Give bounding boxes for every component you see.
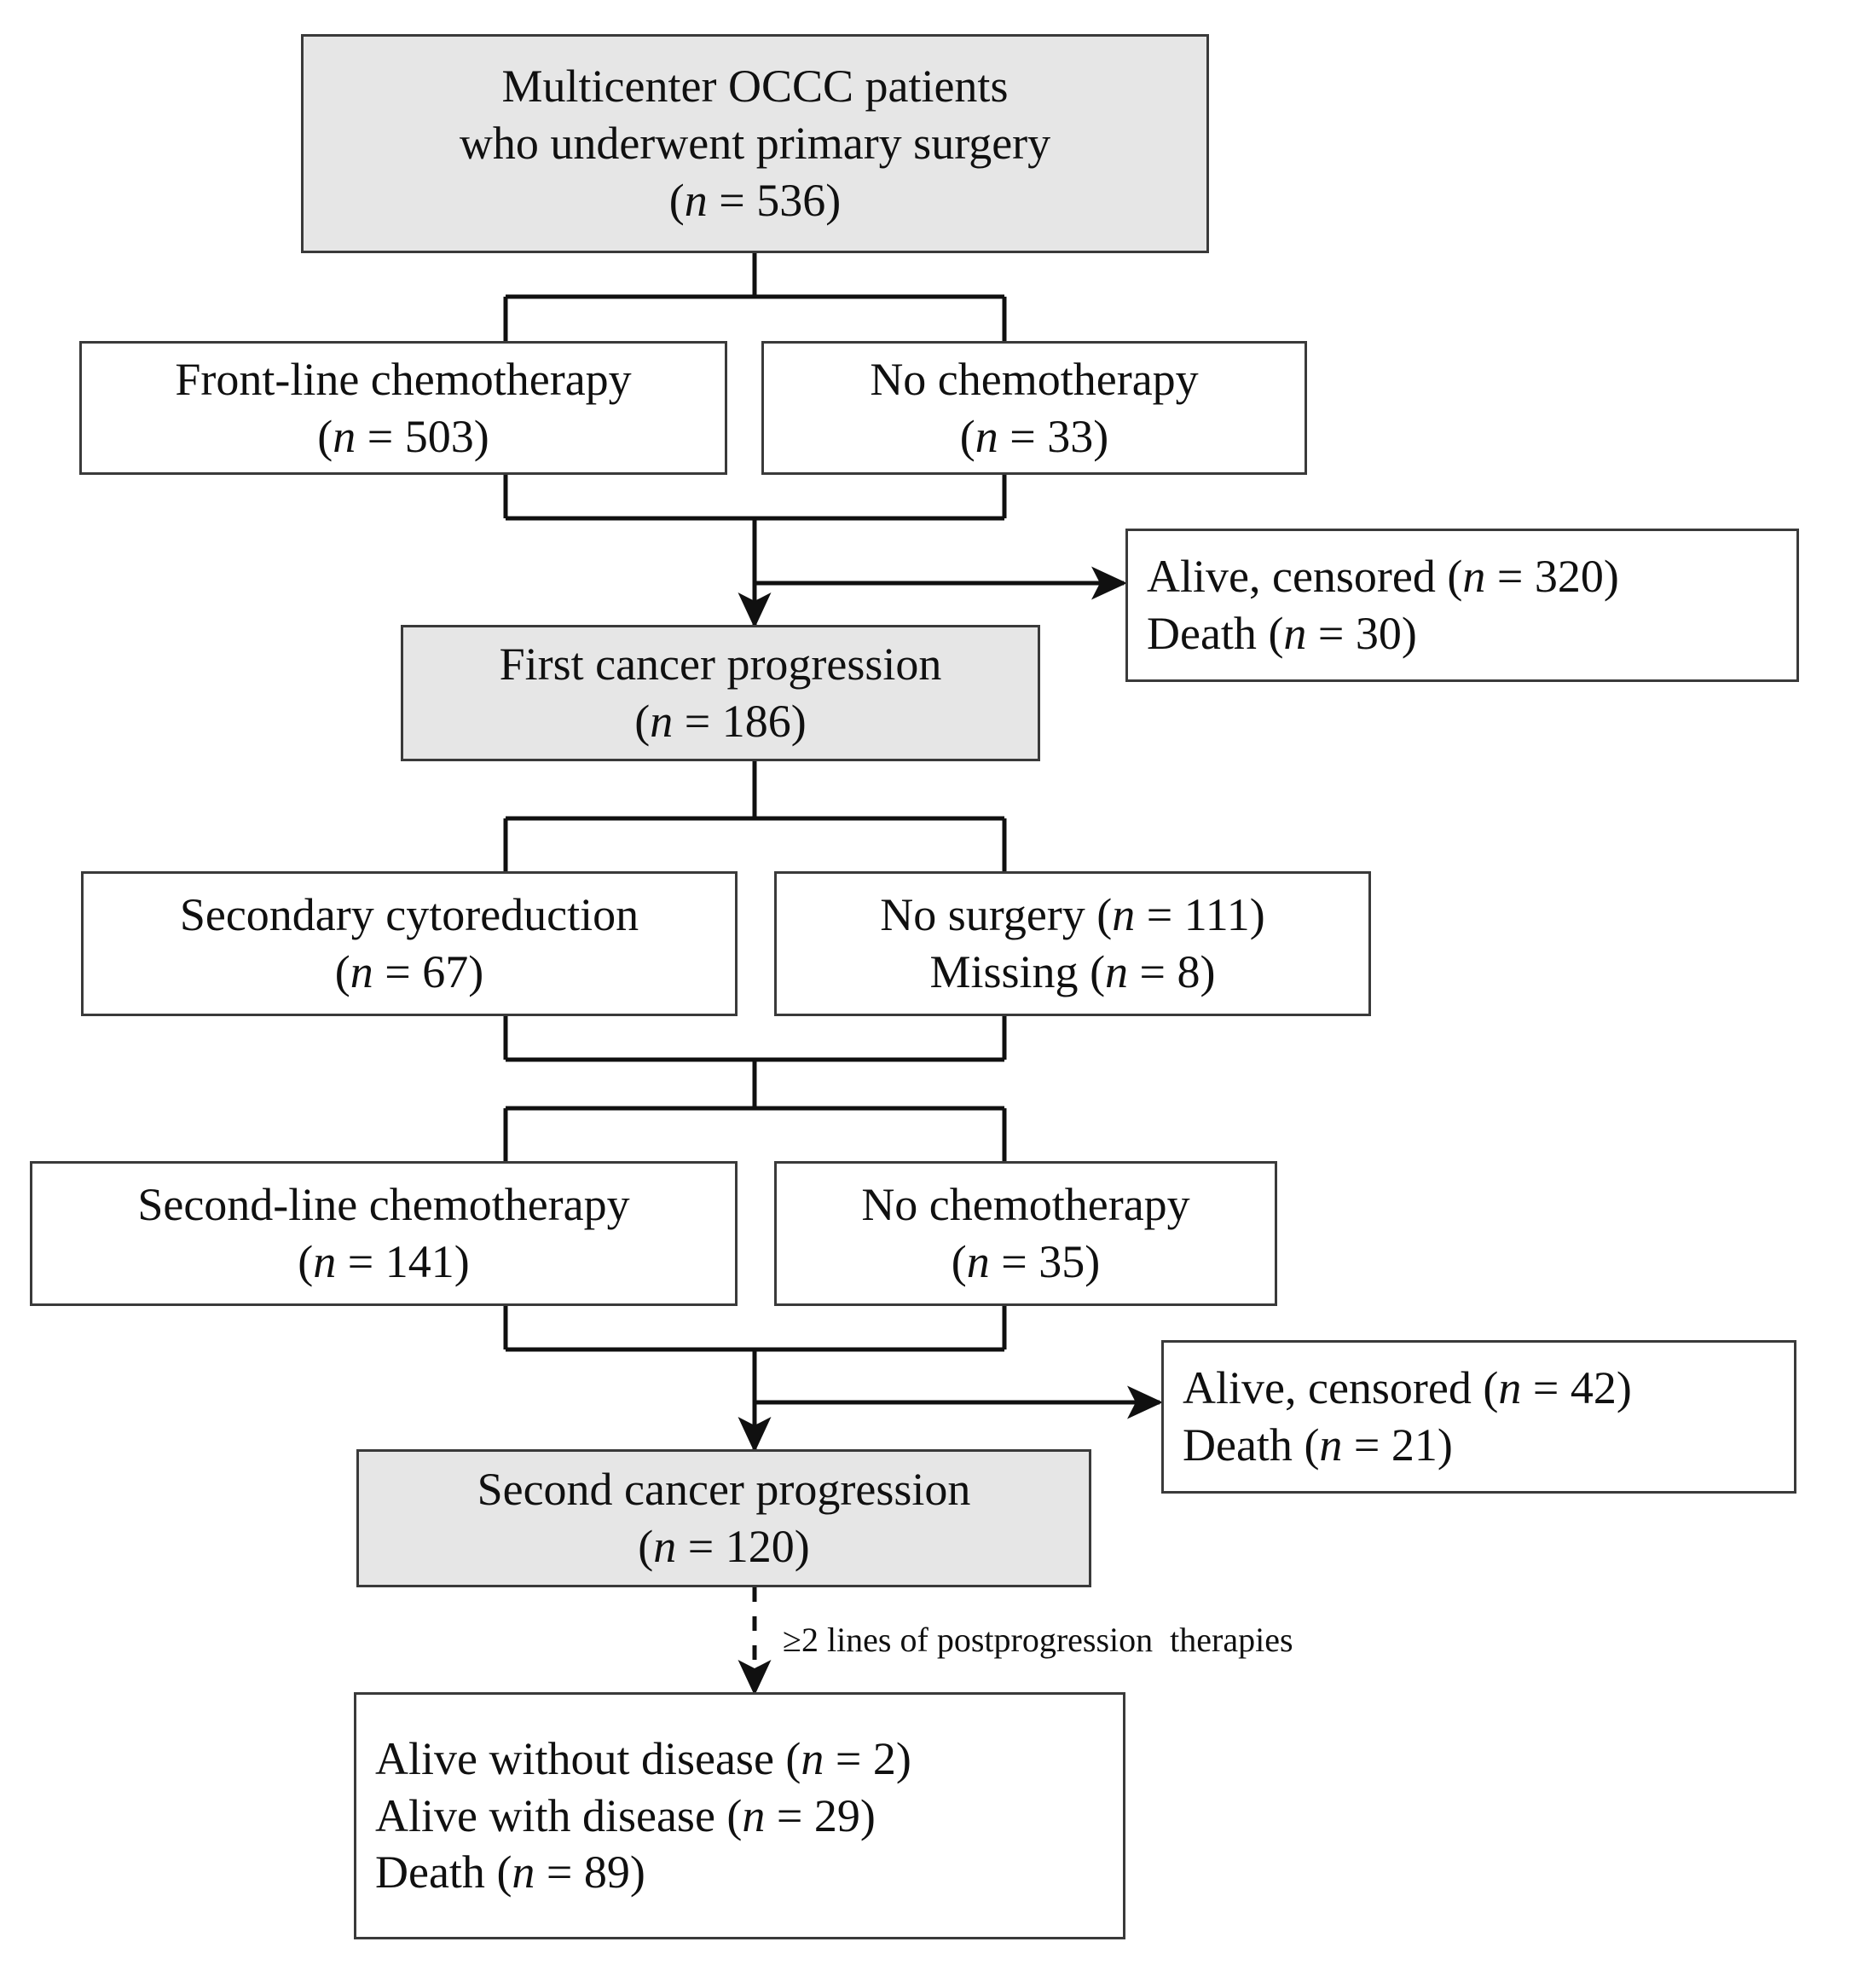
node-final-outcome-line-3: Death (n = 89) [375,1846,645,1898]
node-cohort-line-2: who underwent primary surgery [459,118,1051,170]
node-no-chemo-second: No chemotherapy (n = 35) [774,1161,1277,1306]
node-first-progression-line-2: (n = 186) [634,696,807,747]
node-final-outcome-line-1: Alive without disease (n = 2) [375,1732,911,1784]
node-outcome-first: Alive, censored (n = 320) Death (n = 30) [1125,529,1799,682]
node-second-progression-line-1: Second cancer progression [477,1464,971,1516]
node-second-progression-line-2: (n = 120) [638,1521,810,1572]
node-no-chemo-second-line-2: (n = 35) [951,1236,1101,1287]
node-no-chemo-second-line-1: No chemotherapy [861,1179,1190,1231]
node-cohort-line-3: (n = 536) [668,174,842,226]
node-frontline-chemo: Front-line chemotherapy (n = 503) [79,341,727,475]
node-no-surgery-line-2: Missing (n = 8) [929,946,1216,997]
node-no-surgery-line-1: No surgery (n = 111) [880,889,1265,941]
node-outcome-second: Alive, censored (n = 42) Death (n = 21) [1161,1340,1796,1494]
node-outcome-second-line-2: Death (n = 21) [1183,1419,1453,1471]
node-outcome-second-line-1: Alive, censored (n = 42) [1183,1362,1632,1414]
node-outcome-first-line-2: Death (n = 30) [1147,608,1417,659]
node-final-outcome-line-2: Alive with disease (n = 29) [375,1789,876,1841]
node-secondline-chemo: Second-line chemotherapy (n = 141) [30,1161,738,1306]
node-no-surgery: No surgery (n = 111) Missing (n = 8) [774,871,1371,1016]
node-no-chemo-first-line-1: No chemotherapy [870,353,1199,405]
node-secondary-cytoreduction-line-2: (n = 67) [334,946,484,997]
node-second-progression: Second cancer progression (n = 120) [356,1449,1091,1587]
node-secondline-chemo-line-1: Second-line chemotherapy [137,1179,630,1231]
node-secondary-cytoreduction: Secondary cytoreduction (n = 67) [81,871,738,1016]
node-first-progression-line-1: First cancer progression [499,639,942,691]
node-no-chemo-first: No chemotherapy (n = 33) [761,341,1307,475]
node-cohort: Multicenter OCCC patients who underwent … [301,34,1209,253]
edge-label-postprogression-therapies: ≥2 lines of postprogression therapies [783,1621,1293,1659]
node-secondline-chemo-line-2: (n = 141) [298,1236,470,1287]
node-final-outcome: Alive without disease (n = 2) Alive with… [354,1692,1125,1939]
node-frontline-chemo-line-2: (n = 503) [317,410,489,462]
node-frontline-chemo-line-1: Front-line chemotherapy [175,353,632,405]
node-no-chemo-first-line-2: (n = 33) [959,410,1109,462]
node-cohort-line-1: Multicenter OCCC patients [501,61,1009,113]
node-outcome-first-line-1: Alive, censored (n = 320) [1147,551,1619,603]
node-first-progression: First cancer progression (n = 186) [401,625,1040,761]
node-secondary-cytoreduction-line-1: Secondary cytoreduction [179,889,639,941]
